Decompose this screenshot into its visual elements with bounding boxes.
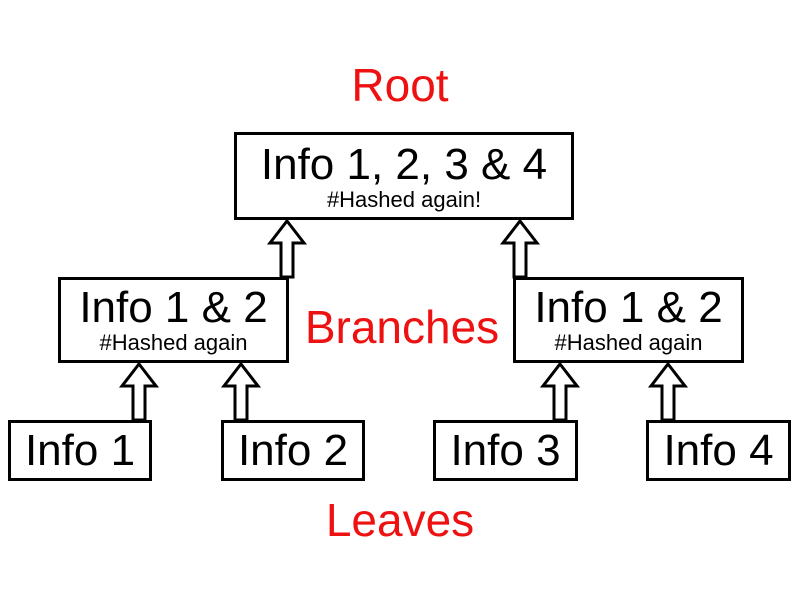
leaf-node-title: Info 4 xyxy=(663,426,774,475)
branch-node-right: Info 1 & 2 #Hashed again xyxy=(513,277,744,363)
root-node-title: Info 1, 2, 3 & 4 xyxy=(260,140,548,189)
hollow-up-arrow-icon xyxy=(499,218,541,279)
leaf-node-title: Info 1 xyxy=(24,426,136,475)
hollow-up-arrow-icon xyxy=(266,218,308,279)
leaves-label: Leaves xyxy=(325,494,475,546)
leaf-node-4: Info 4 xyxy=(646,420,791,481)
leaf-node-title: Info 2 xyxy=(237,426,349,475)
branch-node-subtitle: #Hashed again xyxy=(99,330,248,355)
hollow-up-arrow-icon xyxy=(647,361,689,422)
leaf-node-3: Info 3 xyxy=(433,420,578,481)
leaf-node-title: Info 3 xyxy=(450,426,561,475)
branch-node-title: Info 1 & 2 xyxy=(79,283,268,332)
leaf-node-2: Info 2 xyxy=(221,420,365,481)
branch-node-left: Info 1 & 2 #Hashed again xyxy=(58,277,289,363)
root-node-subtitle: #Hashed again! xyxy=(326,187,482,212)
branch-node-title: Info 1 & 2 xyxy=(534,283,723,332)
leaf-node-1: Info 1 xyxy=(8,420,152,481)
hollow-up-arrow-icon xyxy=(118,361,160,422)
hollow-up-arrow-icon xyxy=(220,361,262,422)
hollow-up-arrow-icon xyxy=(539,361,581,422)
branch-node-subtitle: #Hashed again xyxy=(554,330,703,355)
root-label: Root xyxy=(351,59,449,111)
branches-label: Branches xyxy=(304,301,500,353)
root-node: Info 1, 2, 3 & 4 #Hashed again! xyxy=(234,132,574,220)
